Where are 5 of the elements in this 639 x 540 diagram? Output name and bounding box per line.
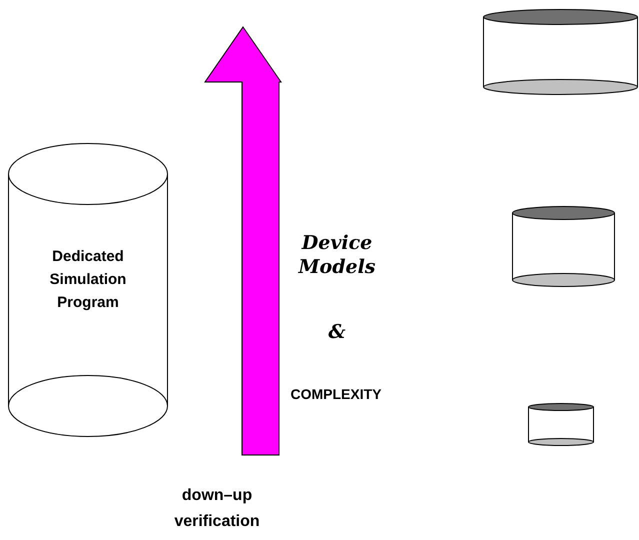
axis-title: COMPLEXITY [289, 385, 382, 403]
axis-title: & [327, 320, 347, 344]
caption-text: down–up verification [173, 486, 261, 532]
cylinder-label: Dedicated Simulation Program [48, 247, 128, 313]
axis-title: Device Models [297, 231, 376, 279]
